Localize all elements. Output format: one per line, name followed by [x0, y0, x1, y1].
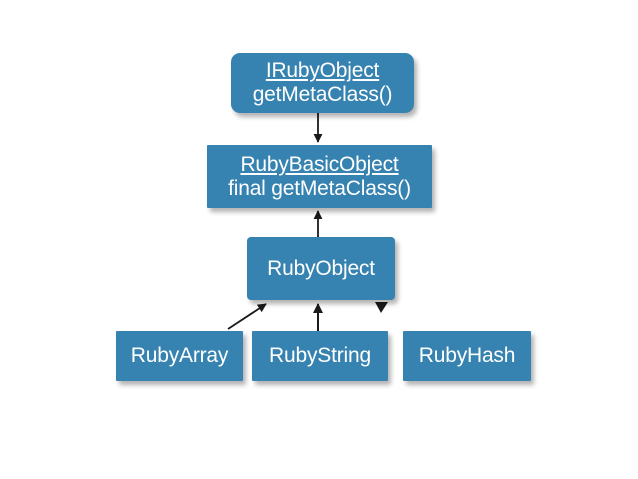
class-box-rubybasicobject[interactable]: RubyBasicObject final getMetaClass(): [207, 145, 432, 208]
class-name-rubyarray: RubyArray: [130, 344, 229, 368]
edge-rubyhash-to-rubyobject: [375, 302, 388, 313]
class-name-rubyobject: RubyObject: [267, 256, 375, 280]
class-name-irubyobject: IRubyObject: [265, 59, 380, 83]
class-member-irubyobject: getMetaClass(): [252, 83, 393, 106]
class-box-rubyobject[interactable]: RubyObject: [247, 237, 395, 300]
class-box-rubystring[interactable]: RubyString: [252, 331, 388, 381]
class-box-rubyarray[interactable]: RubyArray: [116, 331, 243, 381]
class-box-rubyhash[interactable]: RubyHash: [403, 331, 531, 381]
class-member-rubybasicobject: final getMetaClass(): [228, 176, 411, 200]
class-box-irubyobject[interactable]: IRubyObject getMetaClass(): [231, 53, 414, 113]
edge-rubyarray-to-rubyobject: [227, 303, 267, 330]
class-name-rubybasicobject: RubyBasicObject: [240, 152, 399, 176]
class-name-rubyhash: RubyHash: [418, 344, 516, 368]
class-name-rubystring: RubyString: [269, 344, 371, 368]
